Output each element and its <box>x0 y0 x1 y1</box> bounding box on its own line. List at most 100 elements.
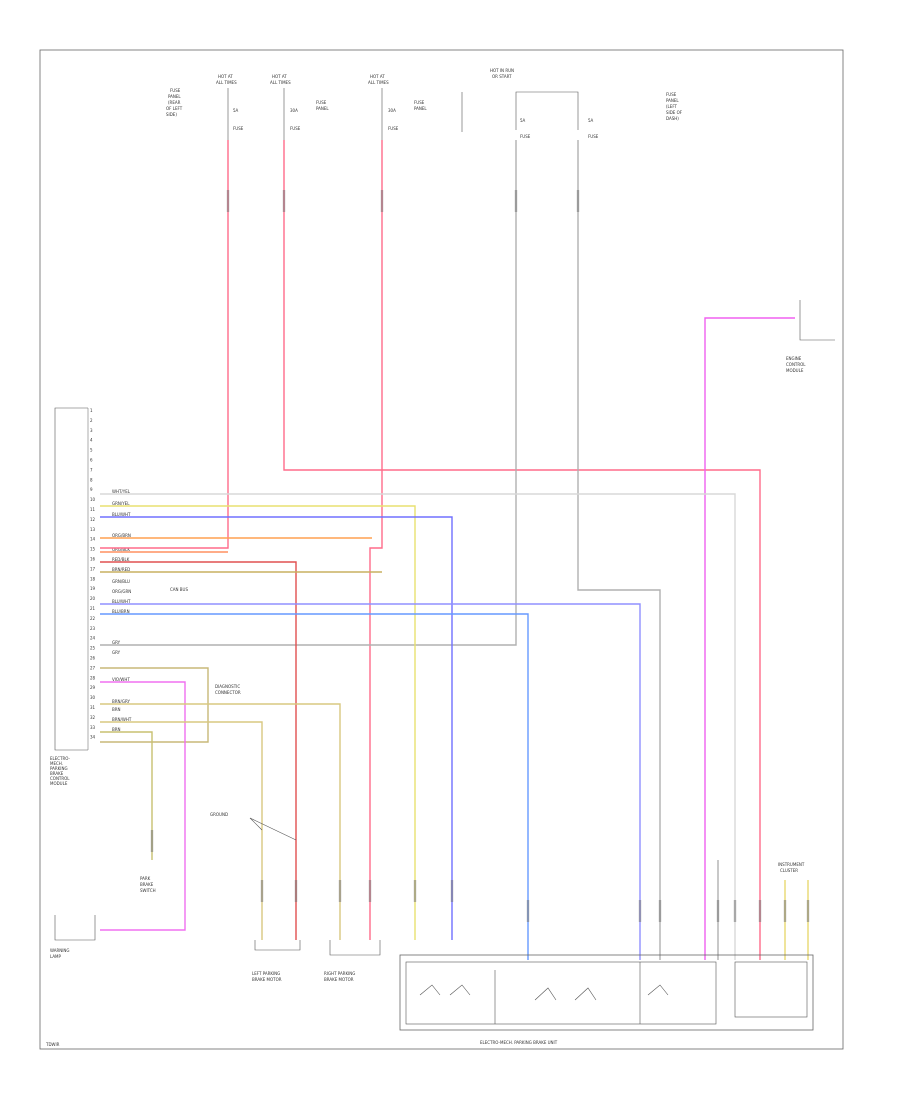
module-pin-label: 11 <box>90 507 96 512</box>
fuse-3-hot-2: ALL TIMES <box>368 80 389 85</box>
control-module: 1234567891011121314151617181920212223242… <box>50 407 132 786</box>
wire-brn-switch <box>100 731 153 860</box>
wire-connector-mark <box>226 190 230 212</box>
fuse-3-fuse: FUSE <box>388 126 399 131</box>
park-brake-switch: PARK BRAKE SWITCH <box>140 876 156 893</box>
module-pin-label: 31 <box>90 705 96 710</box>
module-pin-label: 25 <box>90 646 96 651</box>
module-pin-label: 17 <box>90 566 96 571</box>
module-pin-label: 21 <box>90 606 96 611</box>
module-pin-label: 24 <box>90 636 96 641</box>
fuse-4-fuse: FUSE <box>520 134 531 139</box>
module-pin-label: 14 <box>90 537 96 542</box>
wire-connector-mark <box>294 880 298 902</box>
fuse-5-side-1: FUSE <box>666 92 677 97</box>
wire-connector-mark <box>733 900 737 922</box>
fuse-5-side-4: SIDE OF <box>666 110 683 115</box>
unit-inner <box>405 961 717 1025</box>
module-pin-label: 4 <box>90 438 93 443</box>
ecm-label-2: CONTROL <box>786 362 806 367</box>
ground-leader-1 <box>249 817 263 831</box>
gauge-label-2: CLUSTER <box>780 868 798 873</box>
ground-callout: GROUND <box>210 812 297 841</box>
fuse-1-side-4: OF LEFT <box>166 106 183 111</box>
module-pin-label: 10 <box>90 497 96 502</box>
page-code: TDWIR <box>45 1042 60 1047</box>
motor-right: RIGHT PARKING BRAKE MOTOR <box>324 940 381 982</box>
module-pin-label: 15 <box>90 547 96 552</box>
module-pin-label: 20 <box>90 596 96 601</box>
module-wire-code: ORG/GRN <box>112 589 131 594</box>
wire-red-fuse3 <box>369 140 383 940</box>
module-name-5: CONTROL <box>50 776 70 781</box>
unit-switch-1 <box>419 984 441 996</box>
module-name-4: BRAKE <box>50 771 64 776</box>
wire-connector-mark <box>368 880 372 902</box>
module-pin-label: 13 <box>90 527 96 532</box>
module-pin-label: 18 <box>90 576 96 581</box>
motor-left-label-2: BRAKE MOTOR <box>252 977 282 982</box>
fuse-2-amp: 30A <box>290 108 298 113</box>
module-name-2: MECH. <box>50 761 63 766</box>
module-name-1: ELECTRO- <box>50 756 71 761</box>
fuse-4-5: HOT IN RUN OR START 5A FUSE 5A FUSE FUSE… <box>490 68 683 139</box>
module-pin-label: 22 <box>90 616 96 621</box>
fuse-3: HOT AT ALL TIMES 30A FUSE FUSE PANEL <box>368 74 463 140</box>
fuse-3-hot-1: HOT AT <box>370 74 385 79</box>
module-bracket <box>54 407 88 751</box>
wire-blu-brn <box>100 613 529 960</box>
fuse-5-side-5: DASH) <box>666 116 679 121</box>
parking-brake-unit: ELECTRO-MECH. PARKING BRAKE UNIT <box>399 954 814 1045</box>
module-wire-code: BLU/WHT <box>112 512 131 517</box>
fuse-2: HOT AT ALL TIMES 30A FUSE FUSE PANEL <box>270 74 329 140</box>
module-pin-label: 34 <box>90 735 96 740</box>
module-wire-code: BLU/BRN <box>112 609 130 614</box>
module-pin-label: 12 <box>90 517 96 522</box>
module-wire-code: WHT/YEL <box>112 489 131 494</box>
unit-switch-2 <box>449 984 471 996</box>
lamp-label-2: LAMP <box>50 954 62 959</box>
fuse-1: HOT AT ALL TIMES FUSE PANEL (REAR OF LEF… <box>166 74 244 140</box>
module-pin-label: 9 <box>90 487 93 492</box>
motor-left-outline <box>254 940 301 951</box>
fuse-3-side-1: FUSE <box>414 100 425 105</box>
diag-label-2: CONNECTOR <box>215 690 241 695</box>
unit-switch-4 <box>574 987 597 1001</box>
module-wire-code: ORG/BLK <box>112 547 130 552</box>
module-wire-code: ORG/BRN <box>112 533 131 538</box>
wires <box>100 140 809 960</box>
wire-wht-yel <box>100 493 736 960</box>
module-wire-code: BRN/RED <box>112 567 130 572</box>
module-wire-code: VIO/WHT <box>112 677 130 682</box>
wire-connector-mark <box>716 900 720 922</box>
module-pin-label: 6 <box>90 458 93 463</box>
diagram-frame <box>39 49 844 1050</box>
wire-connector-mark <box>576 190 580 212</box>
fuse-2-side-2: PANEL <box>316 106 329 111</box>
module-pin-label: 3 <box>90 428 93 433</box>
module-wire-code: BRN/WHT <box>112 717 132 722</box>
fuse-1-side-3: (REAR <box>168 100 181 105</box>
wire-connector-mark <box>806 900 810 922</box>
module-pin-label: 2 <box>90 418 93 423</box>
wire-connector-mark <box>658 900 662 922</box>
motor-right-outline <box>329 940 381 956</box>
module-wire-code: BLU/WHT <box>112 599 131 604</box>
ground-label: GROUND <box>210 812 228 817</box>
gauge-label-1: INSTRUMENT <box>778 862 805 867</box>
module-pin-label: 26 <box>90 656 96 661</box>
module-pin-label: 30 <box>90 695 96 700</box>
switch-label-2: BRAKE <box>140 882 154 887</box>
fuse-4-bus <box>515 91 579 130</box>
module-pin-label: 5 <box>90 448 93 453</box>
motor-right-label-1: RIGHT PARKING <box>324 971 355 976</box>
wire-red-fuse1 <box>100 140 229 549</box>
can-label: CAN BUS <box>170 587 188 592</box>
module-name-3: PARKING <box>50 766 68 771</box>
fuse-4-hot-1: HOT IN RUN <box>490 68 514 73</box>
module-pin-label: 16 <box>90 557 96 562</box>
module-wire-code: GRY <box>112 640 121 645</box>
module-pin-label: 32 <box>90 715 96 720</box>
wire-grn-yel <box>100 505 416 940</box>
